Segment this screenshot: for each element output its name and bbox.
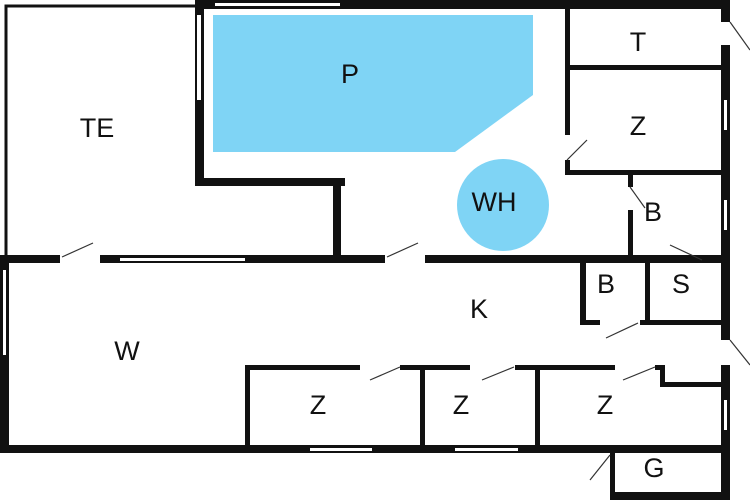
room-label-whirlpool: WH	[472, 187, 517, 217]
room-label-terrace: TE	[80, 113, 115, 143]
room-label-garage: G	[643, 453, 664, 483]
room-label-kitchen: K	[470, 294, 488, 324]
room-label-t: T	[630, 27, 647, 57]
room-label-pool: P	[341, 59, 359, 89]
room-label-bedroom-3: Z	[597, 390, 614, 420]
door-swings	[61, 21, 750, 481]
room-label-bath-small: B	[597, 269, 615, 299]
pool-shape	[213, 15, 533, 152]
room-label-bedroom-2: Z	[453, 390, 470, 420]
room-label-bedroom-top: Z	[630, 111, 647, 141]
room-label-living: W	[114, 336, 140, 366]
room-label-sauna: S	[672, 269, 690, 299]
terrace-outline	[4, 4, 196, 258]
room-label-bath-top: B	[644, 197, 662, 227]
room-label-bedroom-1: Z	[310, 390, 327, 420]
walls	[0, 0, 730, 500]
whirlpool-shape	[457, 159, 549, 251]
